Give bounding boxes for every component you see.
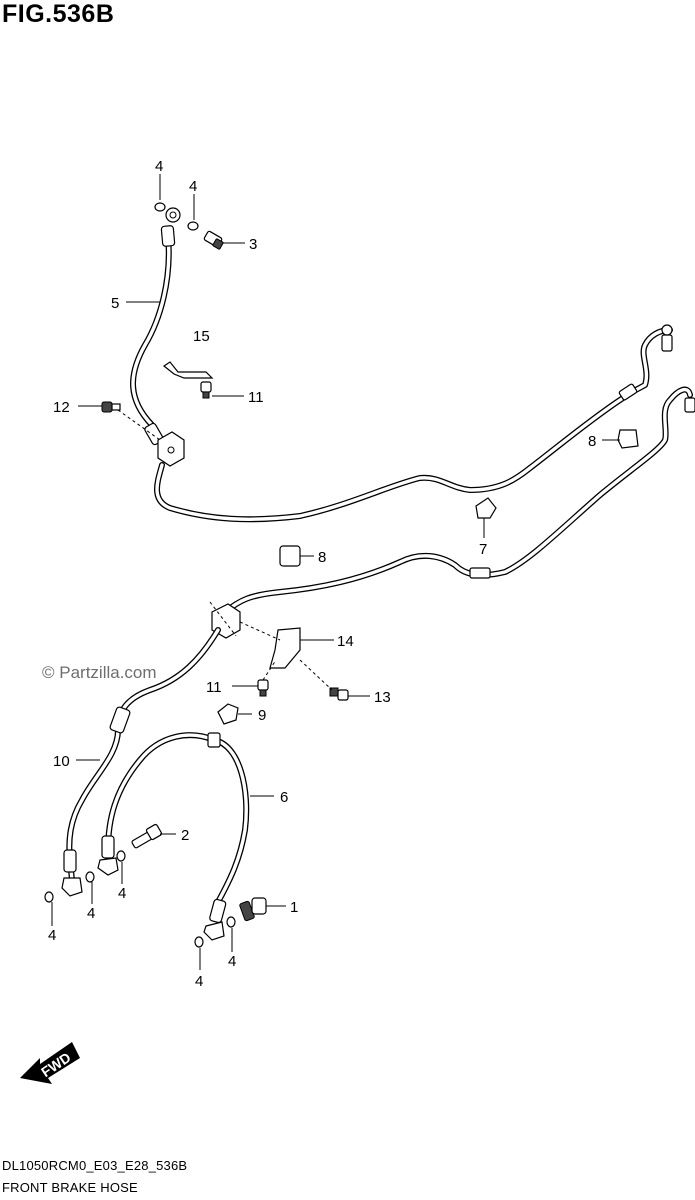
callout-14: 14 — [337, 633, 354, 650]
grommet-8b — [279, 545, 301, 567]
callout-4a: 4 — [155, 158, 163, 175]
callout-12: 12 — [53, 399, 70, 416]
washer-4a — [154, 202, 166, 212]
hose-10 — [61, 627, 221, 897]
callout-1: 1 — [290, 899, 298, 916]
figure-code: DL1050RCM0_E03_E28_536B — [2, 1158, 188, 1173]
callout-10: 10 — [53, 753, 70, 770]
union-bolt-3 — [203, 230, 224, 250]
callout-4d: 4 — [118, 885, 126, 902]
clip-7 — [475, 497, 497, 519]
callout-11b: 11 — [206, 679, 222, 696]
callout-6: 6 — [280, 789, 288, 806]
grommet-8a — [617, 429, 639, 449]
callout-7: 7 — [479, 541, 487, 558]
hose-6 — [97, 732, 250, 941]
leader-12b — [117, 409, 161, 441]
hose-5 — [130, 207, 181, 446]
callout-11a: 11 — [248, 389, 264, 406]
bolt-13 — [329, 687, 349, 701]
figure-name: FRONT BRAKE HOSE — [2, 1180, 138, 1195]
washer-4d — [116, 850, 126, 862]
callout-5: 5 — [111, 295, 119, 312]
callout-9: 9 — [258, 707, 266, 724]
callout-4g: 4 — [195, 973, 203, 990]
brake-pipe-upper — [154, 324, 673, 523]
callout-4b: 4 — [189, 178, 197, 195]
leader-13-dash — [299, 659, 333, 691]
callout-8a: 8 — [588, 433, 596, 450]
bolt-12 — [101, 401, 121, 413]
union-bolt-1 — [239, 897, 267, 922]
bolt-11-lower — [257, 679, 269, 697]
callout-4c: 4 — [87, 905, 95, 922]
bolt-11-upper — [200, 381, 212, 399]
callout-4e: 4 — [48, 927, 56, 944]
leader-11b-dash — [262, 659, 277, 681]
bracket-14 — [269, 627, 301, 669]
leader-14b — [239, 621, 281, 641]
callout-3: 3 — [249, 236, 257, 253]
callout-4f: 4 — [228, 953, 236, 970]
callout-13: 13 — [374, 689, 391, 706]
washer-4b — [187, 221, 199, 231]
washer-4e — [44, 891, 54, 903]
callout-15: 15 — [193, 328, 210, 345]
washer-4f — [226, 916, 236, 928]
callout-8b: 8 — [318, 549, 326, 566]
brake-pipe-lower — [222, 386, 695, 615]
clamp-9 — [217, 703, 239, 725]
figure-title: FIG.536B — [2, 0, 115, 28]
callout-2: 2 — [181, 827, 189, 844]
clamp-15 — [162, 361, 214, 379]
fwd-arrow-icon: FWD — [20, 1042, 80, 1084]
watermark: © Partzilla.com — [42, 663, 157, 682]
junction-block-upper — [157, 431, 185, 467]
washer-4c — [85, 871, 95, 883]
washer-4g — [194, 936, 204, 948]
union-bolt-2 — [131, 823, 163, 849]
